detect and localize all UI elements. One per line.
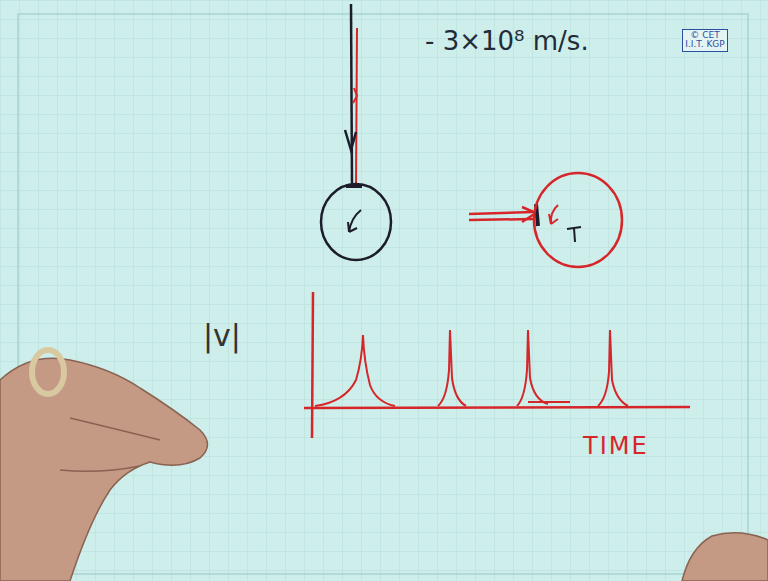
pen-mark: [528, 401, 570, 403]
red-arrows: [469, 212, 533, 220]
voltage-spike: [598, 330, 628, 406]
red-wire: [356, 28, 357, 186]
sheet-border: [18, 14, 748, 574]
black-wire: [351, 4, 352, 186]
y-axis: [312, 292, 313, 438]
red-tick: [353, 88, 357, 103]
ring: [32, 350, 64, 394]
circle-arrow: [348, 210, 361, 232]
copyright-box: © CET I.I.T. KGP: [682, 29, 728, 52]
voltage-spike: [438, 330, 466, 406]
speed-note: - 3×10⁸ m/s.: [425, 26, 589, 56]
finger: [682, 533, 768, 581]
axis-label: TIME: [583, 432, 649, 460]
circle-arrow: [549, 205, 558, 224]
black-circle: [321, 184, 391, 260]
axis-label: |v|: [203, 318, 241, 353]
voltage-spike: [517, 330, 548, 406]
x-axis: [304, 407, 690, 408]
red-circle: [534, 173, 622, 267]
pen-mark: [567, 227, 581, 242]
finger-crease: [60, 418, 160, 471]
hand: [0, 358, 208, 581]
voltage-spike: [315, 335, 395, 406]
box-text: © CET I.I.T. KGP: [685, 31, 725, 50]
arrow-head: [345, 130, 356, 150]
